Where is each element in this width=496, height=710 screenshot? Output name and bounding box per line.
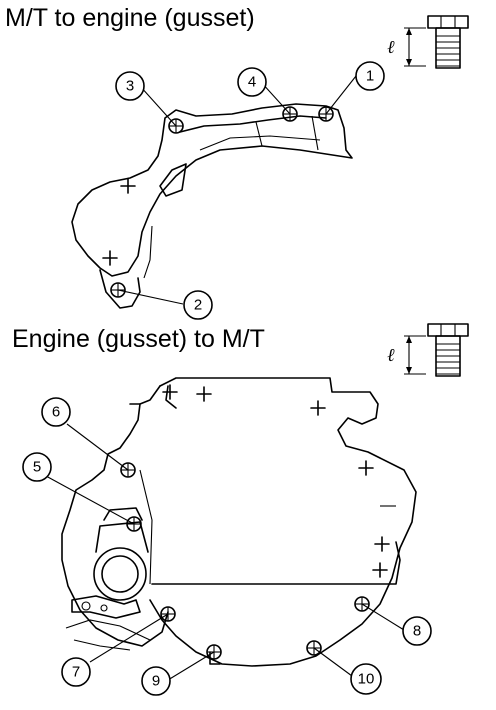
bolt-length-symbol: ℓ xyxy=(387,345,395,365)
bolt-icon xyxy=(427,323,469,377)
bolt-length-dimension: ℓ xyxy=(387,27,426,67)
svg-text:8: 8 xyxy=(413,623,421,640)
callout-1: 1 xyxy=(355,61,385,91)
svg-text:9: 9 xyxy=(152,673,160,690)
heading-engine-to-mt: Engine (gusset) to M/T xyxy=(12,325,265,353)
bolt-icon xyxy=(427,15,469,69)
svg-text:6: 6 xyxy=(52,404,60,421)
svg-text:2: 2 xyxy=(194,297,202,314)
gusset-view-drawing xyxy=(71,103,353,309)
callout-10: 10 xyxy=(350,663,382,695)
callout-7: 7 xyxy=(61,657,91,687)
callout-4: 4 xyxy=(237,67,267,97)
svg-text:4: 4 xyxy=(248,74,256,91)
bolt-length-symbol: ℓ xyxy=(387,37,395,57)
top-callout-leaders xyxy=(117,75,357,305)
callout-3: 3 xyxy=(115,71,145,101)
heading-mt-to-engine: M/T to engine (gusset) xyxy=(5,4,255,32)
callout-8: 8 xyxy=(402,616,432,646)
callout-6: 6 xyxy=(41,397,71,427)
svg-text:1: 1 xyxy=(366,68,374,85)
callout-9: 9 xyxy=(141,666,171,696)
svg-text:10: 10 xyxy=(358,671,375,688)
svg-text:5: 5 xyxy=(33,459,41,476)
svg-text:3: 3 xyxy=(126,78,134,95)
callout-2: 2 xyxy=(183,290,213,320)
engine-view-drawing xyxy=(61,377,417,667)
bolt-length-dimension: ℓ xyxy=(387,335,426,375)
bottom-callout-leaders xyxy=(45,423,405,681)
svg-text:7: 7 xyxy=(72,664,80,681)
callout-5: 5 xyxy=(22,452,52,482)
